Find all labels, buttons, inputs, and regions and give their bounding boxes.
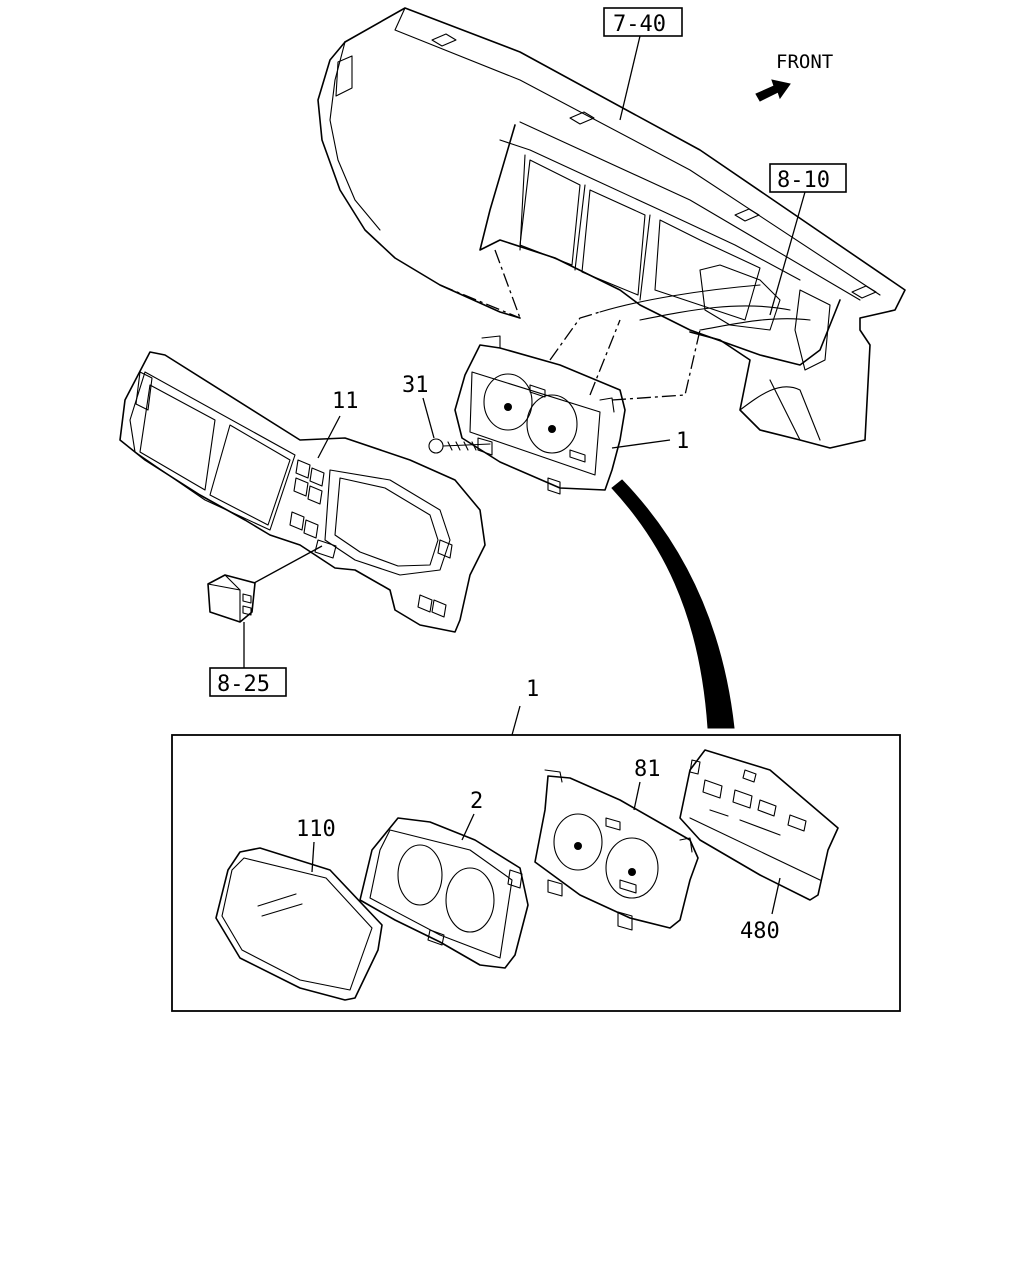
cluster-bezel-11[interactable] [119, 351, 486, 633]
screw-31[interactable] [428, 438, 491, 454]
callout-1-main: 1 [676, 429, 689, 454]
callout-1-detail: 1 [526, 677, 539, 702]
callout-81: 81 [634, 757, 661, 782]
switch-8-25[interactable] [207, 574, 256, 623]
arrow-icon [755, 79, 791, 102]
ref-box-8-25[interactable]: 8-25 [209, 667, 287, 697]
frame-2[interactable] [359, 817, 529, 969]
front-label: FRONT [776, 51, 833, 73]
instrument-cluster[interactable] [454, 335, 626, 495]
circuit-board-480[interactable] [679, 749, 839, 901]
front-orientation: FRONT [755, 51, 833, 102]
callout-480: 480 [740, 919, 780, 944]
detail-frame [171, 734, 901, 1012]
callout-31: 31 [402, 373, 429, 398]
ref-box-7-40[interactable]: 7-40 [603, 7, 683, 37]
callout-110: 110 [296, 817, 336, 842]
dashboard-assembly [317, 7, 906, 449]
ref-8-25-label: 8-25 [217, 672, 270, 697]
ref-8-10-label: 8-10 [777, 168, 830, 193]
ref-7-40-label: 7-40 [613, 12, 666, 37]
callout-2: 2 [470, 789, 483, 814]
lens-110[interactable] [215, 847, 383, 1001]
ref-box-8-10[interactable]: 8-10 [769, 163, 847, 193]
callout-11: 11 [332, 389, 359, 414]
dial-plate-81[interactable] [534, 769, 699, 931]
detail-arrow [611, 479, 735, 729]
